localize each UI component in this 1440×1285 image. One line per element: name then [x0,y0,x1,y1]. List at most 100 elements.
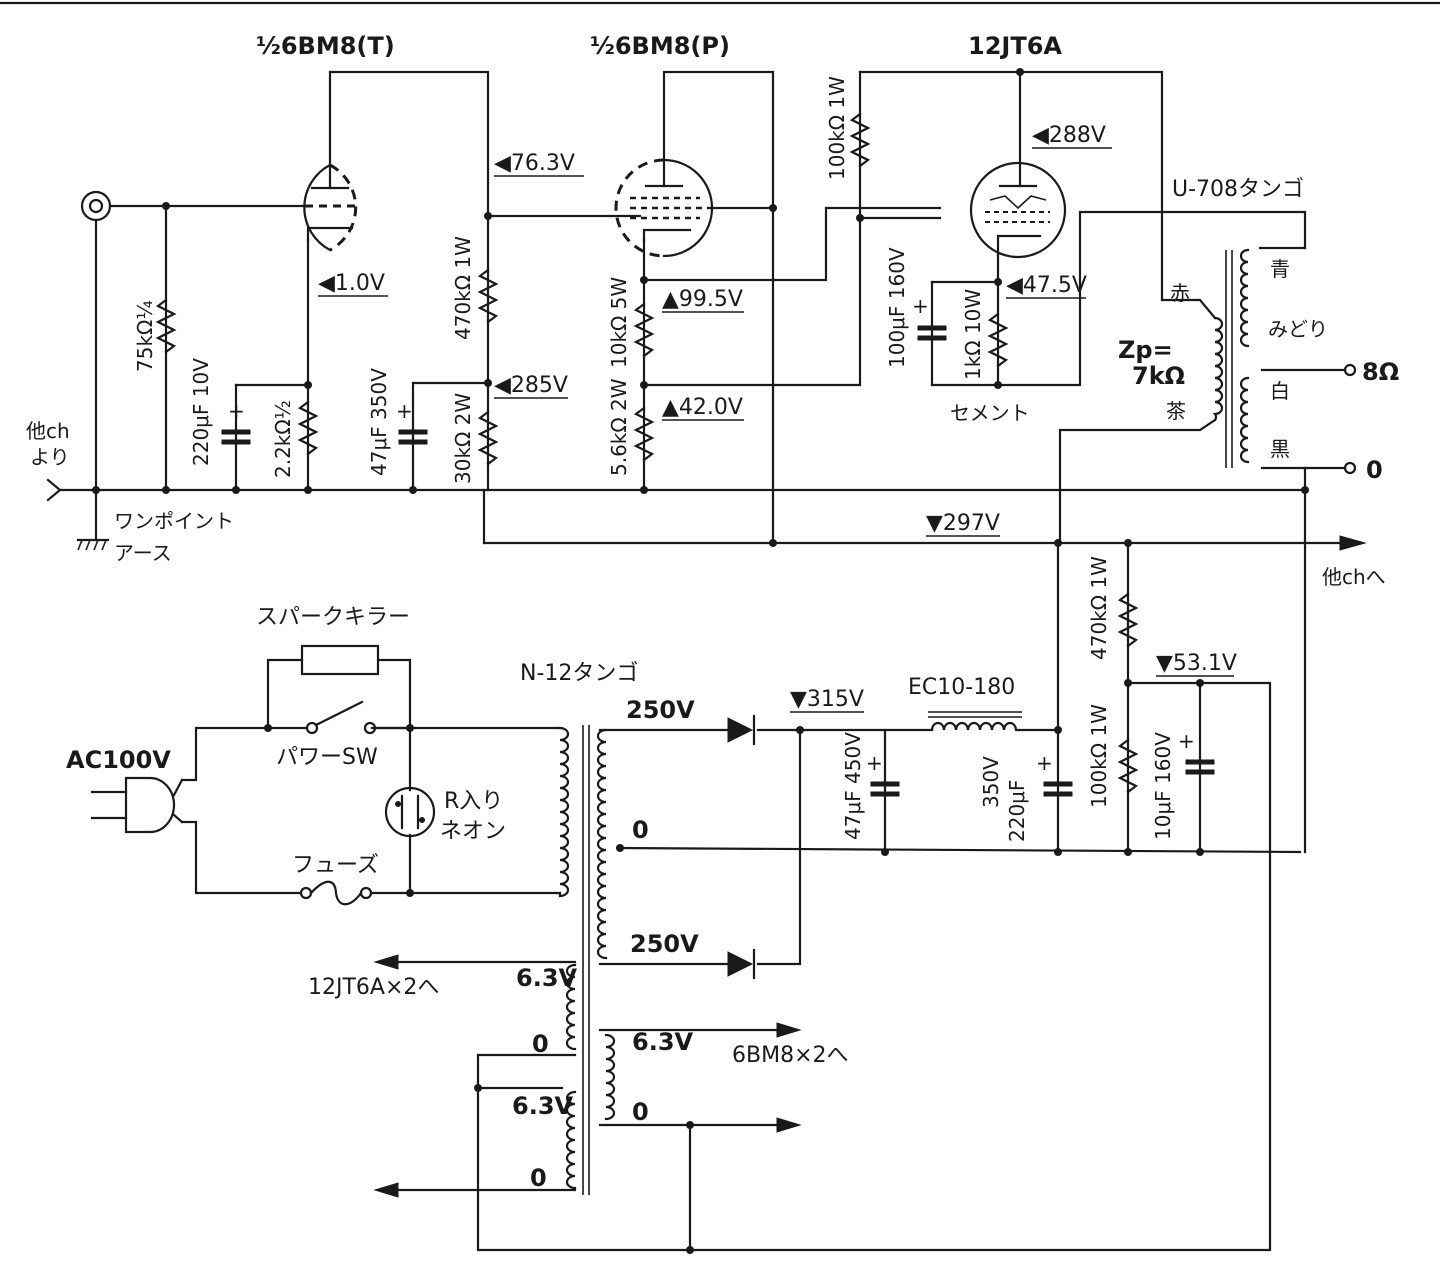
opt-green-lead: みどり [1268,317,1328,341]
label-r8-note: セメント [950,401,1030,425]
input-jack-icon [80,190,112,222]
label-c5: 47μF 450V [841,732,865,840]
choke-icon [928,711,1022,732]
r1-75k [155,298,177,354]
voltage-b53: ▼53.1V [1156,651,1237,676]
label-r6: 5.6kΩ 2W [607,378,631,476]
r4-30k [477,410,499,466]
neon-lamp-icon [384,786,436,838]
opt-blue-lead: 青 [1270,257,1290,281]
output-transformer-icon [1212,248,1357,475]
input-label-line2: より [30,445,70,469]
opt-name: U-708タンゴ [1172,177,1304,202]
voltage-b285: ◀285V [494,373,568,398]
heater1-zero: 0 [532,1030,549,1058]
tube-v2-pentode-icon [614,158,714,258]
r7-100k [849,112,871,168]
signal-arrows [46,478,1367,1198]
r5-10k [633,302,655,358]
r8-1k [987,312,1009,368]
r2-2-2k [297,400,319,456]
label-r9: 470kΩ 1W [1087,556,1111,660]
label-c2: 47μF 350V [367,368,391,476]
voltage-v1-plate: ◀76.3V [494,151,575,176]
junction-dots [92,68,1309,1254]
heater3-zero: 0 [530,1164,547,1192]
svg-text:+: + [912,294,929,318]
arrow-heater-return [373,1182,399,1198]
opt-zp-line2: 7kΩ [1132,362,1185,390]
ground-label-line1: ワンポイント [114,509,234,533]
label-c1: 220μF 10V [189,358,213,466]
tube-v1-label: ½6BM8(T) [256,32,395,60]
label-choke: EC10-180 [908,675,1015,700]
ac-input-label: AC100V [66,746,171,774]
label-r5: 10kΩ 5W [607,277,631,368]
input-label-line1: 他ch [26,419,70,443]
voltage-v3-plate: ◀288V [1032,123,1106,148]
svg-text:+: + [866,751,883,775]
r10-100k [1117,738,1139,794]
label-r10: 100kΩ 1W [1087,704,1111,808]
ground-icon [76,488,110,551]
heater2-voltage: 6.3V [632,1028,694,1056]
arrow-heater-6bm8-return [776,1117,802,1133]
heater2-zero: 0 [632,1098,649,1126]
opt-zp-line1: Zp= [1118,336,1173,364]
svg-text:+: + [396,399,413,423]
arrow-heater-12jt6a [373,954,399,970]
tube-v1-triode-icon [303,163,360,252]
c5-cap-icon: + [866,751,900,797]
r3-470k [477,268,499,324]
heater1-voltage: 6.3V [516,964,578,992]
r9-470k [1117,592,1139,648]
ground-label-line2: アース [114,541,172,565]
sec-250v-bottom: 250V [630,930,699,958]
sec-center-tap: 0 [632,816,649,844]
c1-cap-icon: + [221,399,251,445]
label-r4: 30kΩ 2W [451,393,475,484]
svg-text:+: + [1036,751,1053,775]
label-c6-voltage: 350V [979,756,1003,808]
capacitors: + + + + + + [221,294,1215,797]
label-c4: 10μF 160V [1151,732,1175,840]
arrow-to-other-ch [1339,535,1367,551]
power-switch-icon [266,700,412,735]
voltage-b315: ▼315V [790,687,864,712]
spark-killer-label: スパークキラー [256,605,410,630]
opt-black-lead: 黒 [1270,437,1290,461]
arrow-heater-6bm8 [776,1022,802,1038]
diode-bottom-icon [727,948,756,980]
svg-text:+: + [228,399,245,423]
diode-top-icon [727,714,756,746]
opt-red-lead: 赤 [1170,281,1190,305]
voltage-v2-cathode: ▲99.5V [662,287,743,312]
neon-label-line1: R入り [444,789,503,814]
power-wiring [180,541,1302,1252]
neon-label-line2: ネオン [440,819,506,844]
to-other-channel-label: 他chへ [1322,565,1386,589]
svg-text:+: + [1178,729,1195,753]
sec-250v-top: 250V [626,696,695,724]
label-c3: 100μF 160V [885,247,909,368]
output-8ohm-terminal: 8Ω [1362,358,1399,386]
label-c6-capacitance: 220μF [1005,780,1029,842]
voltage-v1-cathode: ◀1.0V [318,271,385,296]
power-transformer-name: N-12タンゴ [520,661,638,686]
fuse-label: フューズ [292,853,379,878]
label-r7: 100kΩ 1W [825,76,849,180]
opt-white-lead: 白 [1270,379,1290,403]
label-r8: 1kΩ 10W [961,289,985,380]
resistors [155,112,1139,794]
power-transformer-icon [558,725,616,1195]
voltage-b297: ▼297V [926,511,1000,536]
input-chevron [46,478,62,502]
c2-cap-icon: + [396,399,428,445]
fuse-icon [299,880,373,906]
c4-cap-icon: + [1178,729,1215,775]
c3-cap-icon: + [912,294,947,341]
c6-cap-icon: + [1036,751,1073,797]
heater3-voltage: 6.3V [512,1092,574,1120]
voltage-v2-mid: ▲42.0V [662,395,743,420]
